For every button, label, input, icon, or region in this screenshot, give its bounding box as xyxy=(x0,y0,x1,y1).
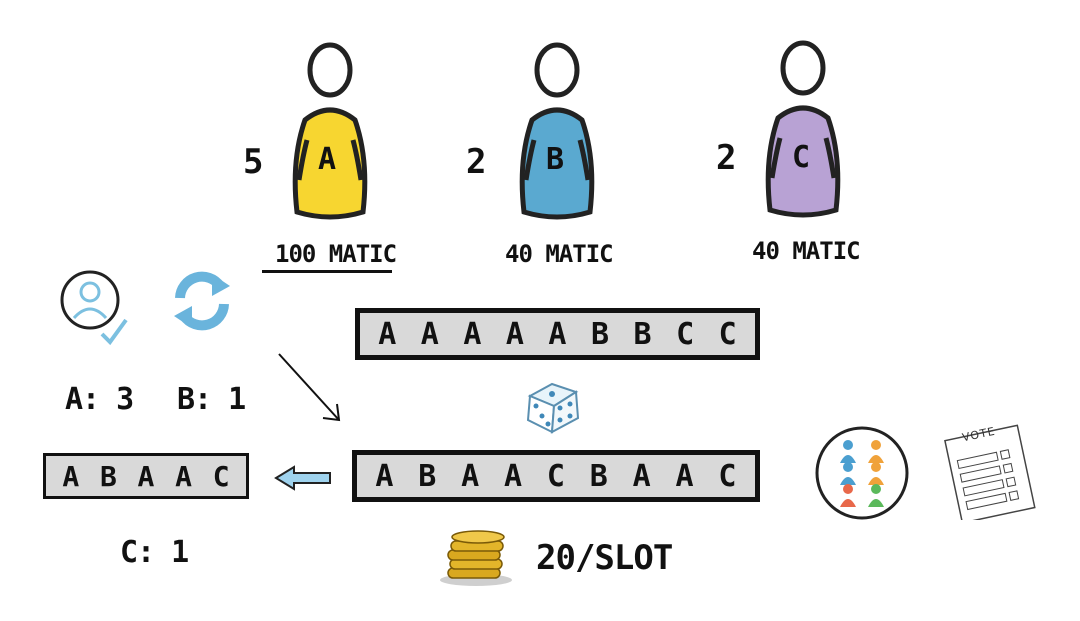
amount-a: 100 MATIC xyxy=(275,240,397,268)
pool-slot: C xyxy=(718,316,737,352)
count-c: 2 xyxy=(716,138,737,178)
person-a-icon xyxy=(292,42,368,220)
dice-icon xyxy=(526,382,580,434)
pool-slot: B xyxy=(590,316,610,352)
pool-slot: A xyxy=(463,316,482,352)
shuffled-strip: A B A A C B A A C xyxy=(352,450,760,502)
shuffled-slot: A xyxy=(504,458,523,494)
coins-icon xyxy=(440,530,512,586)
shuffled-slot: B xyxy=(418,458,437,494)
ballot-icon xyxy=(944,424,1036,520)
refresh-icon xyxy=(174,271,230,331)
amount-b: 40 MATIC xyxy=(505,240,614,268)
person-b-letter: B xyxy=(546,142,565,177)
arrow-left-icon xyxy=(274,465,331,491)
selected-slot: C xyxy=(212,459,230,493)
pool-slot: A xyxy=(378,316,397,352)
count-label-c: C: 1 xyxy=(120,535,189,570)
pool-slot: C xyxy=(676,316,695,352)
shuffled-slot: C xyxy=(718,458,737,494)
person-c-icon xyxy=(765,40,841,218)
user-check-icon xyxy=(60,270,128,346)
count-b: 2 xyxy=(466,142,487,182)
group-icon xyxy=(815,426,909,520)
person-c-letter: C xyxy=(792,140,811,175)
amount-c: 40 MATIC xyxy=(752,237,861,265)
selected-slot: A xyxy=(137,459,155,493)
person-b-icon xyxy=(519,42,595,220)
pool-slot: A xyxy=(548,316,567,352)
count-label-b: B: 1 xyxy=(177,382,246,417)
selected-strip: A B A A C xyxy=(43,453,249,499)
arrow-down-right-icon xyxy=(278,353,341,422)
count-label-a: A: 3 xyxy=(65,382,134,417)
selected-slot: A xyxy=(175,459,192,493)
pool-slot: A xyxy=(505,316,524,352)
amount-a-underline xyxy=(262,270,392,273)
shuffled-slot: B xyxy=(589,458,608,494)
pool-strip: A A A A A B B C C xyxy=(355,308,760,360)
selected-slot: A xyxy=(62,459,80,493)
pool-slot: B xyxy=(633,316,652,352)
person-a-letter: A xyxy=(318,142,337,177)
shuffled-slot: A xyxy=(675,458,694,494)
pool-slot: A xyxy=(420,316,439,352)
shuffled-slot: A xyxy=(461,458,480,494)
price-label: 20/SLOT xyxy=(536,538,673,578)
count-a: 5 xyxy=(243,142,264,182)
shuffled-slot: A xyxy=(632,458,651,494)
shuffled-slot: C xyxy=(546,458,565,494)
selected-slot: B xyxy=(99,459,117,493)
shuffled-slot: A xyxy=(375,458,394,494)
